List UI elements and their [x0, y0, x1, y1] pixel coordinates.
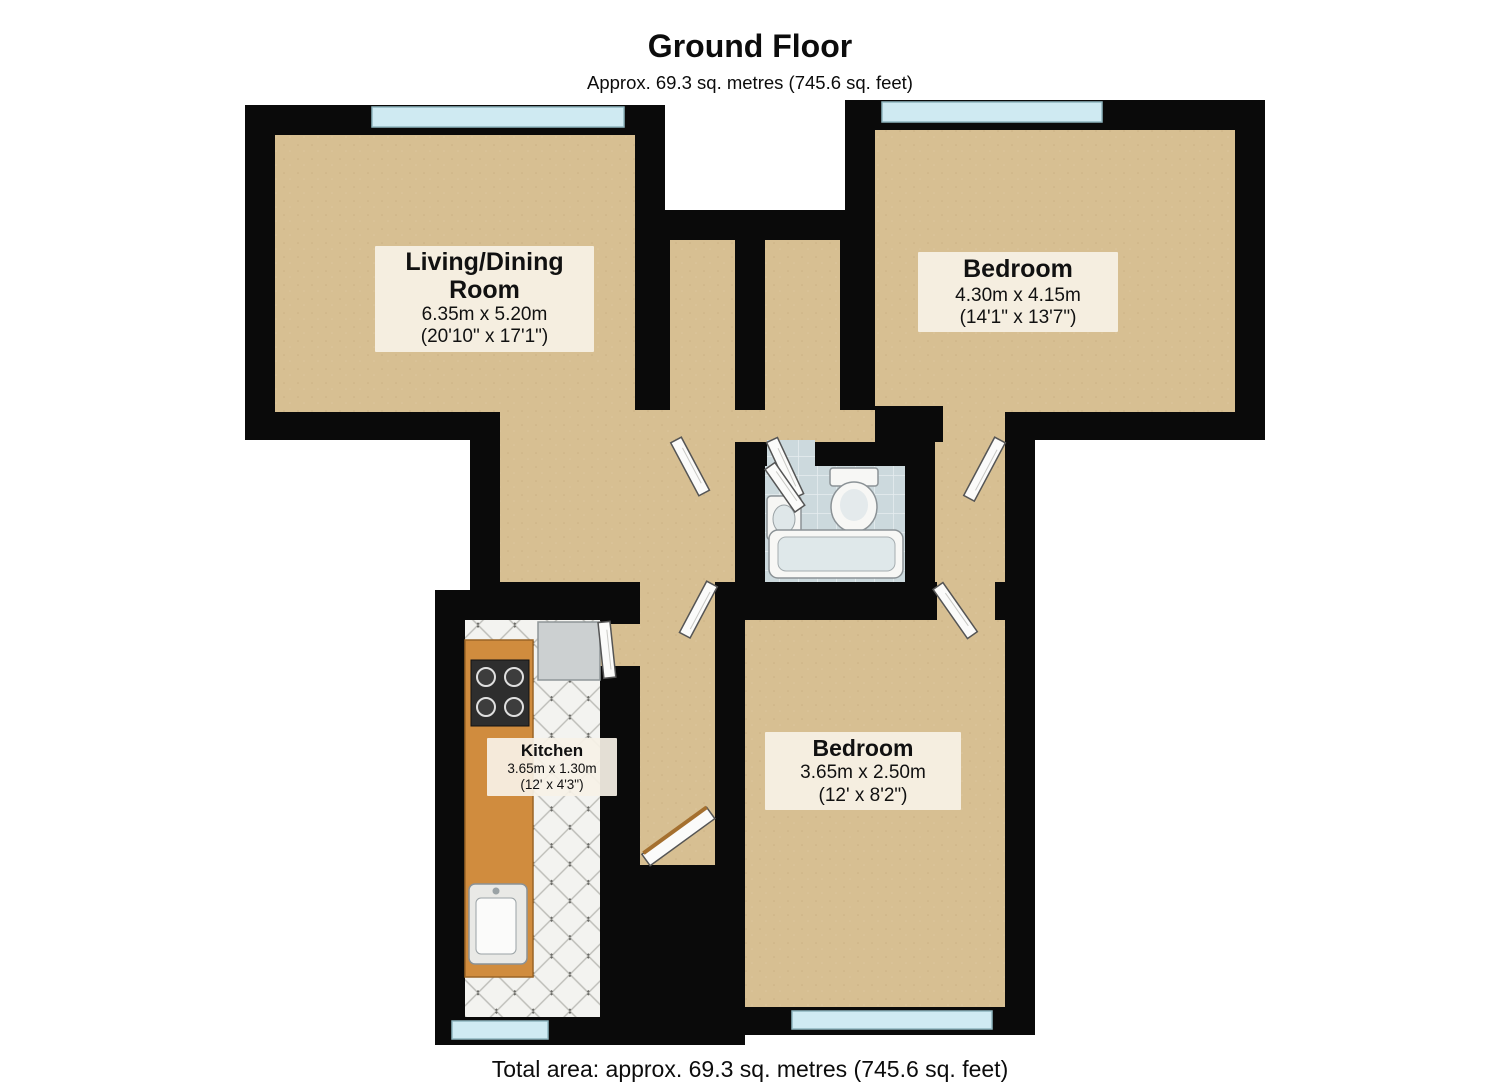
- kitchen-sink-icon: [468, 883, 528, 965]
- bedroom2-window: [791, 1010, 993, 1030]
- kitchen-window: [451, 1020, 549, 1040]
- hallway-floor: [500, 440, 735, 582]
- hallway-door-icon: [678, 580, 719, 640]
- hall-connector-floor: [500, 410, 640, 444]
- closet1-door-icon: [669, 436, 711, 497]
- stove-hob-icon: [470, 659, 530, 727]
- bedroom1-metric: 4.30m x 4.15m: [955, 284, 1081, 306]
- bedroom2-door-icon: [932, 581, 979, 640]
- bathtub-icon: [768, 529, 904, 579]
- kitchen-fittings: [464, 621, 601, 978]
- kitchen-imperial: (12' x 4'3"): [520, 776, 584, 792]
- kitchen-metric: 3.65m x 1.30m: [507, 761, 597, 777]
- kitchen-door-icon: [597, 620, 617, 680]
- bedroom1-label: Bedroom 4.30m x 4.15m (14'1" x 13'7"): [918, 252, 1118, 333]
- page-title: Ground Floor: [647, 28, 853, 64]
- living-room-imperial: (20'10" x 17'1"): [420, 326, 549, 348]
- kitchen-label: Kitchen 3.65m x 1.30m (12' x 4'3"): [487, 738, 617, 796]
- bedroom1-name: Bedroom: [963, 255, 1073, 283]
- bedroom2-floor: [745, 620, 1005, 1007]
- total-area-text: Total area: approx. 69.3 sq. metres (745…: [491, 1056, 1009, 1082]
- bedroom2-label: Bedroom 3.65m x 2.50m (12' x 8'2"): [765, 732, 961, 810]
- bedroom1-door-icon: [962, 436, 1007, 503]
- page-subtitle: Approx. 69.3 sq. metres (745.6 sq. feet): [587, 72, 913, 93]
- bedroom1-entry-wall: [875, 406, 943, 442]
- bedroom1-imperial: (14'1" x 13'7"): [959, 306, 1077, 328]
- doors: [597, 436, 1007, 867]
- kitchen-worktop: [537, 621, 601, 681]
- hall-strip-floor: [638, 410, 1005, 442]
- bedroom2-imperial: (12' x 8'2"): [818, 784, 908, 806]
- bedroom1-window: [881, 101, 1103, 123]
- kitchen-name: Kitchen: [520, 741, 584, 760]
- bedroom2-name: Bedroom: [812, 735, 914, 761]
- living-room-metric: 6.35m x 5.20m: [421, 304, 548, 325]
- living-room-window: [371, 106, 625, 128]
- windows: [371, 101, 1103, 1040]
- living-room-label: Living/Dining Room 6.35m x 5.20m (20'10"…: [375, 246, 594, 352]
- bedroom2-metric: 3.65m x 2.50m: [800, 762, 926, 784]
- closet2-floor: [765, 240, 840, 412]
- toilet-icon: [829, 467, 879, 533]
- bathroom-door-icon: [764, 461, 806, 514]
- closet1-floor: [670, 240, 735, 412]
- living-room-name: Living/Dining Room: [405, 248, 564, 304]
- room-floors: [275, 130, 1235, 1017]
- front-door-icon: [640, 805, 716, 867]
